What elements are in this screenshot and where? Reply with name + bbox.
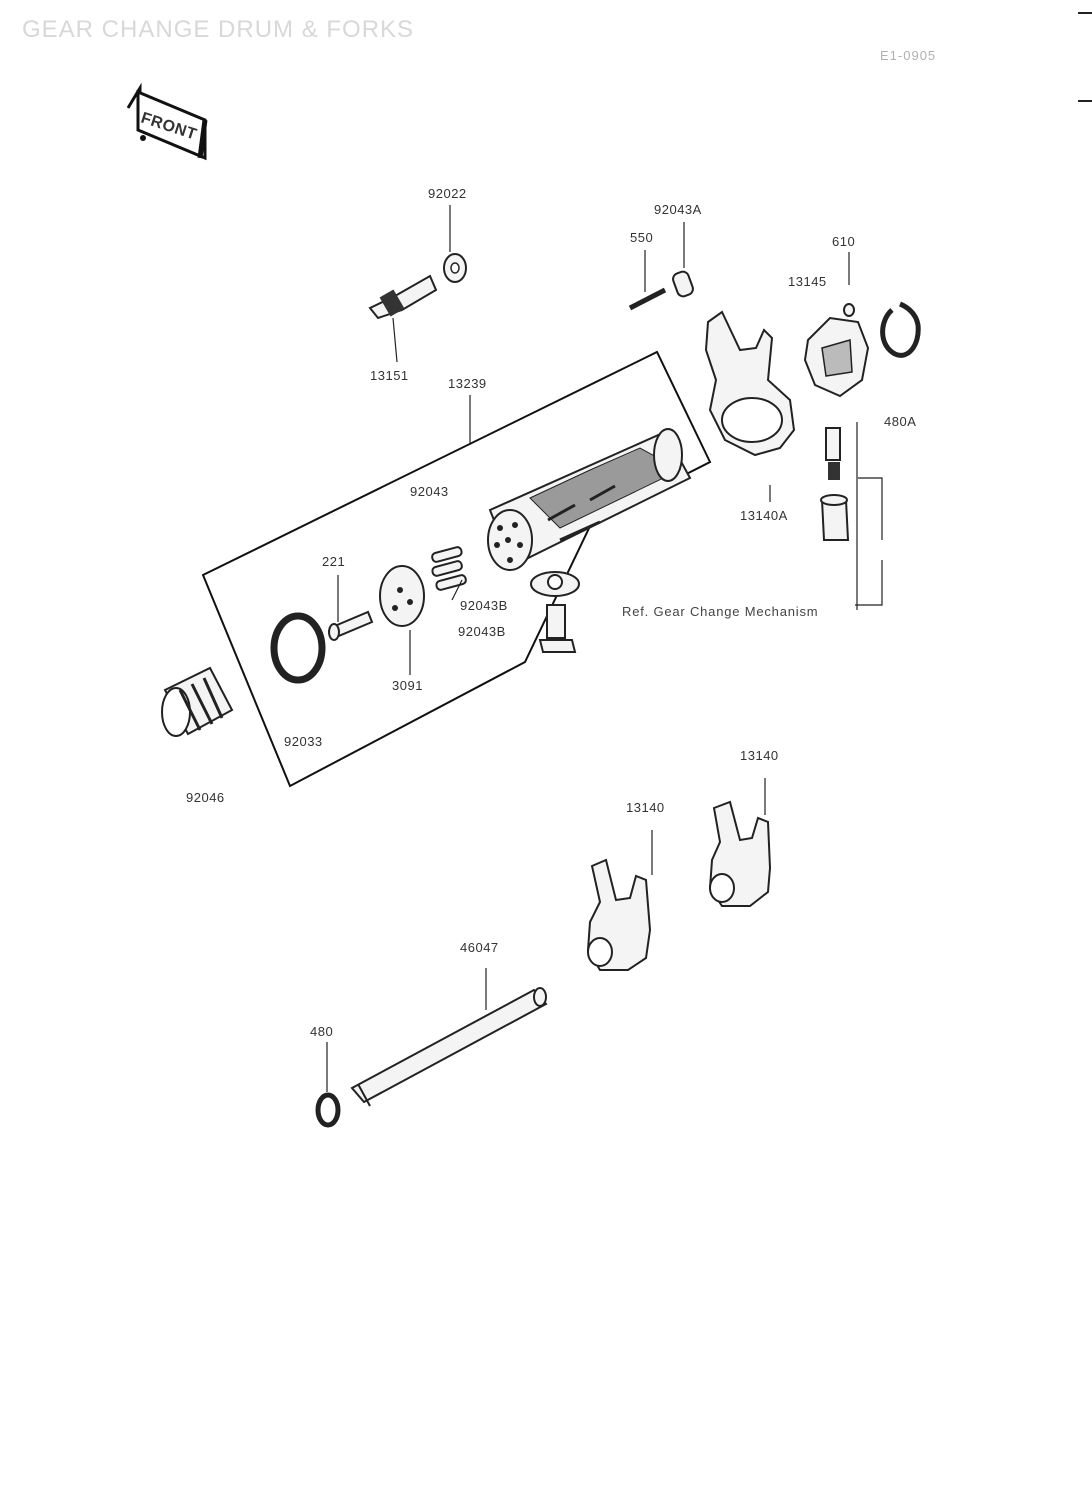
callout-92043B-1: 92043B <box>460 598 508 613</box>
shift-fork-13140-lower <box>586 830 653 971</box>
callout-480A: 480A <box>884 414 916 429</box>
callout-92043B-2: 92043B <box>458 624 506 639</box>
callout-13145: 13145 <box>788 274 827 289</box>
callout-92046: 92046 <box>186 790 225 805</box>
edge-mark-top <box>1078 12 1092 14</box>
callout-13140-upper: 13140 <box>740 748 779 763</box>
needle-bearing-92046 <box>161 666 234 737</box>
callout-480: 480 <box>310 1024 333 1039</box>
callout-13239: 13239 <box>448 376 487 391</box>
callout-46047: 46047 <box>460 940 499 955</box>
washer-92022 <box>443 205 467 283</box>
callout-13151: 13151 <box>370 368 409 383</box>
callout-610: 610 <box>832 234 855 249</box>
front-direction-badge: FRONT <box>126 82 208 161</box>
cotter-pin-550 <box>628 250 667 311</box>
page-title: GEAR CHANGE DRUM & FORKS <box>22 16 415 43</box>
circlip-480A <box>880 301 921 358</box>
callout-3091: 3091 <box>392 678 423 693</box>
fork-shaft-46047 <box>350 968 548 1107</box>
callout-13140-lower: 13140 <box>626 800 665 815</box>
detent-assembly <box>820 422 883 610</box>
plate-3091 <box>379 565 425 675</box>
callout-92033: 92033 <box>284 734 323 749</box>
bolt-221 <box>328 575 374 641</box>
callout-550: 550 <box>630 230 653 245</box>
diagram-code: E1-0905 <box>880 48 937 63</box>
plate-13145 <box>803 252 870 398</box>
shift-fork-13140-upper <box>708 778 772 907</box>
ring-92033 <box>270 612 326 684</box>
edge-mark-bottom <box>1078 100 1092 102</box>
pins-92043B <box>431 546 467 601</box>
callout-92022: 92022 <box>428 186 467 201</box>
reference-note: Ref. Gear Change Mechanism <box>622 604 818 619</box>
shift-fork-13140A <box>704 310 796 502</box>
drum-bolt <box>530 571 580 653</box>
callout-13140A: 13140A <box>740 508 788 523</box>
circlip-480 <box>315 1042 341 1128</box>
pin-92043A <box>672 222 694 298</box>
callout-92043: 92043 <box>410 484 449 499</box>
shaft-13151 <box>368 274 438 363</box>
callout-92043A: 92043A <box>654 202 702 217</box>
gear-change-drum <box>469 395 692 571</box>
callout-221: 221 <box>322 554 345 569</box>
